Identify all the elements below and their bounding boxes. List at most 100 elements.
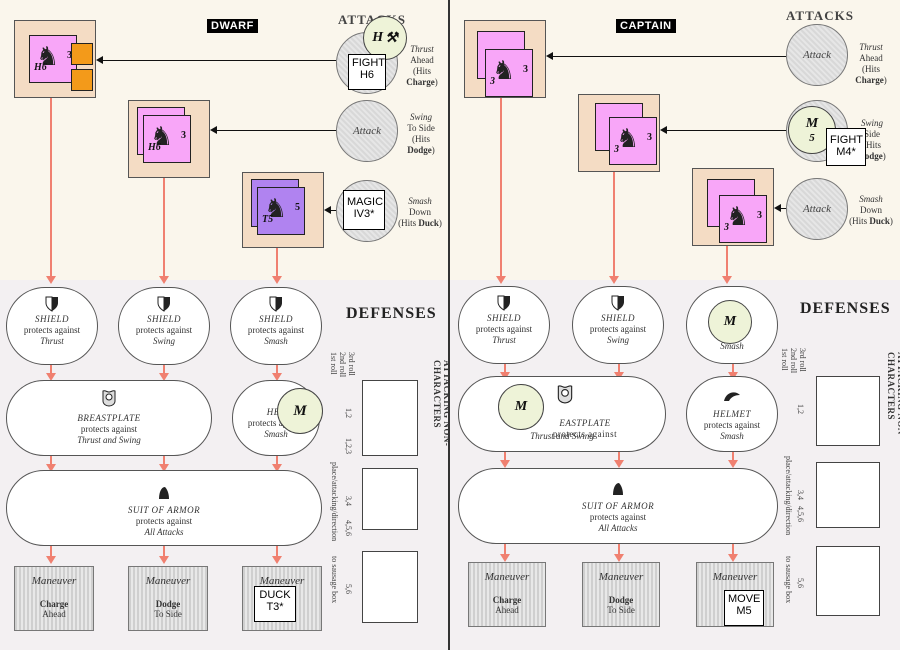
move-counter[interactable]: MOVE M5: [724, 590, 764, 626]
flow-line: [618, 452, 620, 462]
attack-arrow: [552, 56, 786, 57]
arrow-head-icon: [660, 126, 667, 134]
action-chit[interactable]: ♞ H6 3: [143, 115, 191, 163]
suit-of-armor[interactable]: SUIT OF ARMOR protects against All Attac…: [6, 470, 322, 546]
flow-line: [504, 452, 506, 462]
attack-slot-smash[interactable]: ♞ T5 5: [242, 172, 324, 248]
roll-value: 1,2: [344, 408, 353, 418]
attack-slot-thrust[interactable]: ♞ 3 3: [464, 20, 546, 98]
shield-icon: [611, 295, 624, 311]
non-character-box-2[interactable]: [816, 462, 880, 528]
action-chit[interactable]: ♞ 3 3: [609, 117, 657, 165]
attack-desc-smash: Smash Down (Hits Duck): [398, 196, 442, 228]
fight-counter[interactable]: FIGHT M4*: [826, 128, 866, 166]
maneuver-charge[interactable]: Maneuver Charge Ahead: [468, 562, 546, 627]
direction-label: place/attacking/direction: [330, 462, 339, 542]
attack-slot-swing[interactable]: ♞ 3 3: [578, 94, 660, 172]
roll-value: 3,4: [344, 496, 353, 506]
breastplate-token[interactable]: M: [498, 384, 544, 430]
hammer-weapon-token[interactable]: H⚒: [363, 16, 407, 60]
shield-icon: [45, 296, 58, 312]
shield-swing[interactable]: SHIELD protects against Swing: [118, 287, 210, 365]
flow-line: [50, 98, 52, 278]
attacks-title: ATTACKS: [786, 8, 854, 23]
shield-swing[interactable]: SHIELD protects against Swing: [572, 286, 664, 364]
non-character-box-3[interactable]: [362, 551, 418, 623]
weapon-token-icon[interactable]: [71, 43, 93, 65]
shield-thrust[interactable]: SHIELD protects against Thrust: [6, 287, 98, 365]
chevron-up-icon[interactable]: [71, 69, 93, 91]
helmet[interactable]: HELMET protects against Smash: [686, 376, 778, 452]
attack-arrow: [330, 210, 336, 211]
breastplate[interactable]: BREASTPLATE protects against Thrust and …: [6, 380, 212, 456]
flow-arrow-icon: [614, 554, 624, 562]
arrow-head-icon: [546, 52, 553, 60]
attack-arrow: [102, 60, 336, 61]
shield-token[interactable]: M: [708, 300, 752, 344]
flow-line: [50, 546, 52, 558]
flow-arrow-icon: [46, 464, 56, 472]
attack-slot-smash[interactable]: ♞ 3 3: [692, 168, 774, 246]
non-character-box-3[interactable]: [816, 546, 880, 616]
shield-smash[interactable]: SHIELD protects against Smash: [230, 287, 322, 365]
maneuver-dodge[interactable]: Maneuver Dodge To Side: [128, 566, 208, 631]
flow-line: [276, 248, 278, 278]
action-chit[interactable]: ♞ 3 3: [719, 195, 767, 243]
flow-arrow-icon: [159, 276, 169, 284]
suit-of-armor[interactable]: SUIT OF ARMOR protects against All Attac…: [458, 468, 778, 544]
flow-arrow-icon: [272, 556, 282, 564]
hammer-icon: ⚒: [385, 30, 398, 46]
action-chit[interactable]: ♞ H6 3: [29, 35, 77, 83]
attack-arrow: [216, 130, 336, 131]
non-character-box-2[interactable]: [362, 468, 418, 530]
action-chit[interactable]: ♞ 3 3: [485, 49, 533, 97]
breastplate-icon: [102, 390, 116, 407]
shield-icon: [269, 296, 282, 312]
fight-counter[interactable]: FIGHT H6: [348, 54, 386, 90]
helmet-token[interactable]: M: [277, 388, 323, 434]
flow-arrow-icon: [159, 556, 169, 564]
panel-divider: [448, 0, 450, 650]
roll-label: 1st roll: [780, 348, 789, 371]
warrior-icon: ♞: [36, 42, 60, 71]
attack-slot-swing[interactable]: ♞ H6 3: [128, 100, 210, 178]
flow-arrow-icon: [46, 373, 56, 381]
non-character-box-1[interactable]: [816, 376, 880, 446]
flow-line: [504, 364, 506, 374]
flow-arrow-icon: [496, 276, 506, 284]
attack-slot-thrust[interactable]: ♞ H6 3: [14, 20, 96, 98]
flow-line: [276, 546, 278, 558]
captain-panel: CAPTAIN ATTACKS ♞ 3 3 ♞ 3 3 ♞ 3 3 Attack…: [450, 0, 900, 650]
maneuver-charge[interactable]: Maneuver Charge Ahead: [14, 566, 94, 631]
maneuver-dodge[interactable]: Maneuver Dodge To Side: [582, 562, 660, 627]
attack-circle-thrust[interactable]: Attack: [786, 24, 848, 86]
flow-arrow-icon: [46, 556, 56, 564]
duck-counter[interactable]: DUCK T3*: [254, 586, 296, 622]
attack-desc-swing: Swing Side (Hits Dodge): [858, 118, 886, 161]
shield-thrust[interactable]: SHIELD protects against Thrust: [458, 286, 550, 364]
side-title: ATTACKING NON-CHARACTERS: [432, 360, 452, 447]
breastplate-title: EASTPLATE protects against: [552, 418, 618, 439]
breastplate-icon: [557, 385, 573, 404]
direction-label: place/attacking/direction: [784, 456, 793, 536]
roll-value: 1,2: [796, 404, 805, 414]
arrow-head-icon: [210, 126, 217, 134]
warrior-icon: ♞: [616, 124, 640, 153]
flow-arrow-icon: [728, 460, 738, 468]
attack-circle-swing[interactable]: Attack: [336, 100, 398, 162]
attack-circle-smash[interactable]: Attack: [786, 178, 848, 240]
attack-desc-thrust: Thrust Ahead (Hits Charge): [855, 42, 887, 85]
flow-arrow-icon: [500, 554, 510, 562]
non-character-box-1[interactable]: [362, 380, 418, 456]
roll-label: 1st roll: [329, 352, 338, 375]
flow-line: [613, 172, 615, 278]
flow-arrow-icon: [272, 373, 282, 381]
flow-arrow-icon: [272, 276, 282, 284]
flow-arrow-icon: [159, 373, 169, 381]
magic-counter[interactable]: MAGIC IV3*: [343, 190, 385, 230]
flow-arrow-icon: [722, 276, 732, 284]
warrior-icon: ♞: [264, 194, 288, 223]
roll-label: 2nd roll: [338, 352, 347, 378]
action-chit[interactable]: ♞ T5 5: [257, 187, 305, 235]
attack-desc-smash: Smash Down (Hits Duck): [849, 194, 893, 226]
